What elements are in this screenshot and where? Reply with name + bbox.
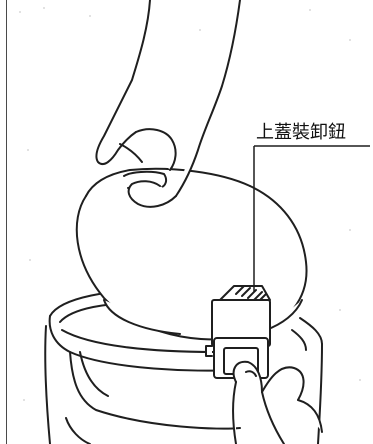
hand-gripping-lid — [95, 0, 241, 208]
frame-left-border — [6, 0, 7, 444]
scan-noise — [19, 7, 361, 401]
callout-label: 上蓋裝卸鈕 — [256, 122, 346, 143]
pot-lid — [75, 167, 308, 341]
rice-cooker-body — [44, 288, 323, 444]
thumb-pressing-button — [232, 360, 323, 444]
callout-leader — [253, 145, 370, 292]
